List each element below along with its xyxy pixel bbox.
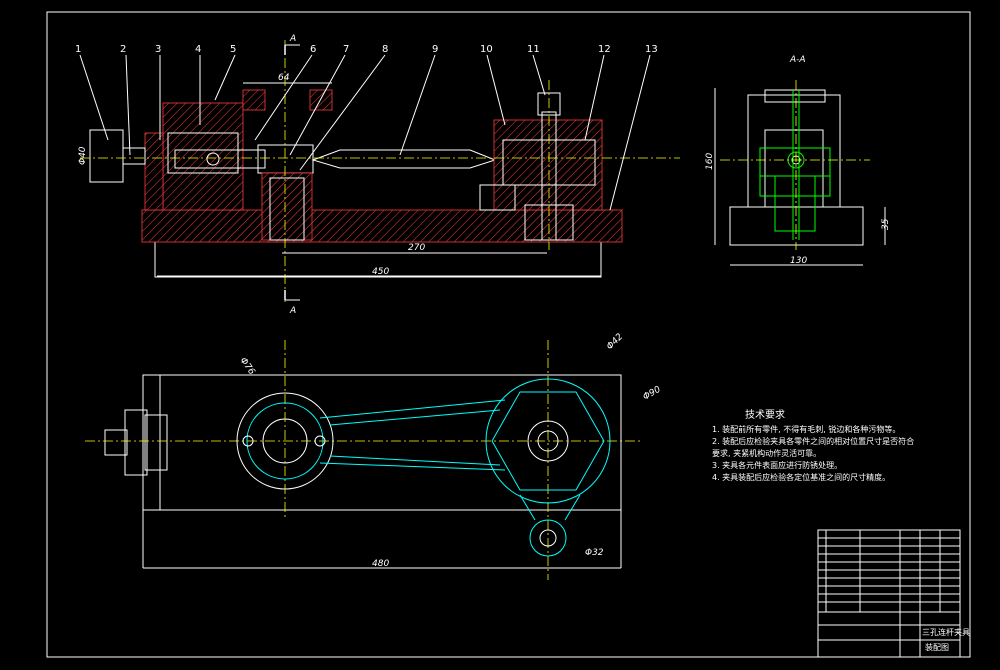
section-aa-title: A-A	[789, 55, 806, 65]
adjust-knob	[89, 129, 124, 183]
connecting-link	[311, 149, 497, 169]
front-section-view	[80, 40, 680, 305]
dim-480: 480	[372, 559, 389, 569]
right-support	[493, 119, 603, 211]
dim-phi90: Φ90	[642, 385, 663, 403]
title-block: 三孔连杆夹具 装配图	[817, 529, 970, 658]
part-no-12: 12	[598, 44, 611, 55]
left-support	[162, 102, 244, 211]
dim-64: 64	[278, 73, 290, 83]
section-mark-top: A	[289, 34, 296, 44]
part-number-labels: 1 2 3 4 5 6 7 8 9 10 11 12 13	[75, 44, 658, 55]
section-aa-view: A-A 160 130 35	[705, 55, 891, 266]
dim-450: 450	[372, 267, 389, 277]
part-leaders	[79, 54, 651, 211]
note-line-3: 要求, 夹紧机构动作灵活可靠。	[712, 448, 821, 458]
title-block-name: 三孔连杆夹具	[922, 627, 970, 637]
part-no-4: 4	[195, 44, 201, 55]
dim-130: 130	[790, 256, 807, 266]
part-no-10: 10	[480, 44, 493, 55]
plan-view: 480 Φ76 Φ42 Φ90 Φ32	[85, 332, 663, 580]
part-no-3: 3	[155, 44, 161, 55]
part-no-1: 1	[75, 44, 81, 55]
base-section	[141, 209, 623, 243]
part-no-13: 13	[645, 44, 658, 55]
part-no-6: 6	[310, 44, 316, 55]
front-dimensions: 270 450 64 Φ40	[78, 73, 601, 277]
dim-160: 160	[705, 153, 715, 170]
part-no-5: 5	[230, 44, 236, 55]
note-line-2: 2. 装配后应检验夹具各零件之间的相对位置尺寸是否符合	[712, 436, 914, 446]
part-no-11: 11	[527, 44, 540, 55]
stop-block	[144, 132, 164, 211]
dim-phi42: Φ42	[605, 332, 625, 352]
section-markers: A A	[284, 34, 300, 316]
title-block-drawing: 装配图	[925, 642, 949, 652]
section-mark-bottom: A	[289, 306, 296, 316]
note-line-1: 1. 装配前所有零件, 不得有毛刺, 锐边和各种污物等。	[712, 424, 900, 434]
frame-border	[46, 11, 971, 658]
dim-phi32: Φ32	[585, 548, 604, 558]
part-no-8: 8	[382, 44, 388, 55]
technical-notes: 技术要求 1. 装配前所有零件, 不得有毛刺, 锐边和各种污物等。 2. 装配后…	[712, 408, 914, 482]
dim-phi76: Φ76	[238, 356, 257, 377]
part-no-2: 2	[120, 44, 126, 55]
notes-title: 技术要求	[745, 408, 785, 421]
dim-270: 270	[408, 243, 425, 253]
dim-phi40: Φ40	[78, 146, 88, 165]
dim-35: 35	[881, 218, 891, 230]
note-line-5: 4. 夹具装配后应检验各定位基准之间的尺寸精度。	[712, 472, 890, 482]
note-line-4: 3. 夹具各元件表面应进行防锈处理。	[712, 460, 842, 470]
part-no-9: 9	[432, 44, 438, 55]
part-no-7: 7	[343, 44, 349, 55]
